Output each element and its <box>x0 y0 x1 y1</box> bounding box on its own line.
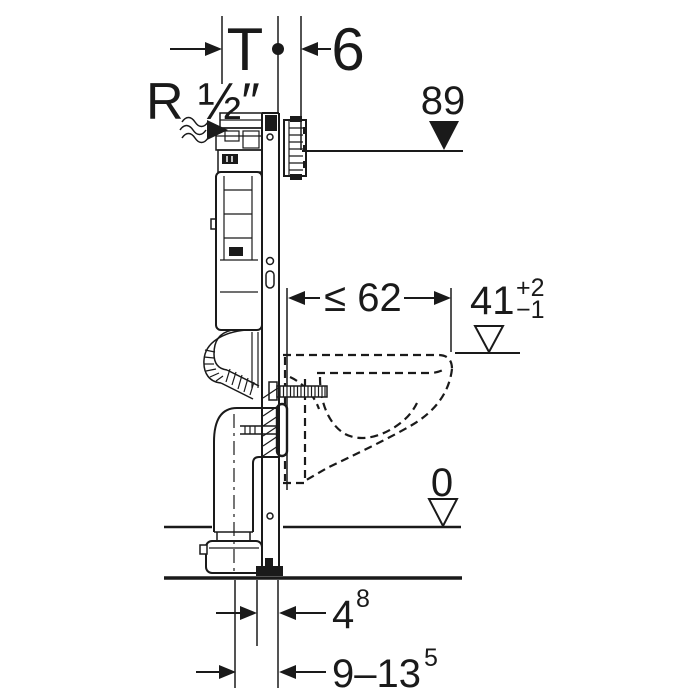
flow-arrow-icon <box>207 120 228 140</box>
plate-tab <box>303 127 307 134</box>
dim-arrowhead-icon <box>279 665 296 679</box>
plate-clip <box>290 116 302 122</box>
flush-pipe-connector <box>276 385 328 398</box>
drain-elbow-inner <box>252 456 280 532</box>
water-supply-label: R ½″ <box>146 73 260 144</box>
bowl-top-inner-edge <box>317 367 447 375</box>
valve-detail <box>242 130 260 149</box>
dim-arrowhead-icon <box>240 606 257 620</box>
tank-inner-structure <box>220 176 258 261</box>
valve-connector-ticks <box>226 156 233 162</box>
flush-hose-bottom <box>220 382 254 400</box>
drain-elbow-fill <box>214 408 280 532</box>
frame-rail <box>256 112 283 576</box>
rail-hole <box>266 512 274 520</box>
corrugation-ticks <box>225 368 255 396</box>
drain-elbow <box>213 407 280 541</box>
dim-label-T: T <box>227 16 264 83</box>
dim-label-outlet-offset-sup: 8 <box>356 585 370 613</box>
datum-dot-icon <box>272 43 284 55</box>
plate-ribs <box>289 127 303 171</box>
supply-size-label: R ½″ <box>146 73 260 131</box>
level-41-label: 41 <box>470 279 515 323</box>
coupling-notch <box>199 544 208 555</box>
cistern-tank <box>215 171 263 331</box>
water-wave-icon <box>179 116 209 144</box>
drain-pipe-spigot <box>216 532 251 541</box>
level-triangle-open-icon <box>427 498 459 529</box>
dim-arrowhead-icon <box>205 42 222 56</box>
level-marker-floor: 0 <box>164 461 462 580</box>
dimension-depth: ≤ 62 <box>286 276 452 490</box>
pipe-coupling <box>199 540 263 574</box>
rail-profile <box>261 112 280 566</box>
level-41-tol-minus: −1 <box>516 296 545 324</box>
rail-slot <box>265 270 275 289</box>
flush-bend <box>203 329 260 400</box>
valve-detail <box>224 130 240 142</box>
tank-detail <box>229 247 243 256</box>
mounting-plate <box>283 116 307 180</box>
level-marker-41: 41 +2 −1 <box>455 274 545 355</box>
frame-foot <box>256 566 283 576</box>
rail-hole <box>266 133 274 141</box>
wc-bowl-outline <box>283 353 454 485</box>
dim-arrowhead-icon <box>288 291 305 305</box>
flush-bend-inner <box>213 329 233 371</box>
dim-label-outlet-range-sup: 5 <box>424 644 438 672</box>
level-0-label: 0 <box>431 461 453 505</box>
foot-adjust-bolt <box>265 558 273 566</box>
bowl-front-underside <box>302 368 454 483</box>
level-triangle-filled-icon <box>429 121 459 150</box>
bowl-flush-channel <box>289 376 321 410</box>
tank-side-tab <box>210 218 217 230</box>
bowl-cavity <box>318 376 418 440</box>
flush-bend-outer <box>203 329 247 384</box>
outlet-stub-ribs <box>244 426 256 434</box>
dim-label-depth: ≤ 62 <box>324 276 402 320</box>
flush-valve-unit <box>215 112 263 173</box>
level-marker-89: 89 <box>302 79 466 152</box>
cistern <box>210 112 263 331</box>
plate-tab <box>303 161 307 168</box>
dimension-chain-bottom: 4 8 9–13 5 <box>196 580 438 696</box>
dim-arrowhead-icon <box>434 291 451 305</box>
dimension-chain-top: T 6 <box>170 16 365 150</box>
dim-arrowhead-icon <box>219 665 236 679</box>
rail-top-slot <box>265 115 277 131</box>
rail-hatch <box>262 387 279 457</box>
drain-elbow-outer <box>213 407 280 532</box>
dim-label-outlet-offset: 4 <box>332 593 354 637</box>
level-triangle-open-icon <box>473 325 505 355</box>
dim-label-outlet-range: 9–13 <box>332 652 421 696</box>
level-89-label: 89 <box>421 79 466 123</box>
level-41-tol-plus: +2 <box>516 274 545 302</box>
dim-arrowhead-icon <box>279 606 296 620</box>
plate-tab <box>303 145 307 152</box>
flush-hose-top <box>226 369 260 387</box>
valve-connector <box>222 154 238 164</box>
plate-clip <box>290 174 302 180</box>
outlet-stub <box>240 425 279 435</box>
corrugation-ticks <box>203 349 224 382</box>
dim-label-6: 6 <box>331 16 364 83</box>
rail-hole <box>265 256 275 266</box>
dim-arrowhead-icon <box>301 42 318 56</box>
bowl-top-edge <box>283 353 454 370</box>
